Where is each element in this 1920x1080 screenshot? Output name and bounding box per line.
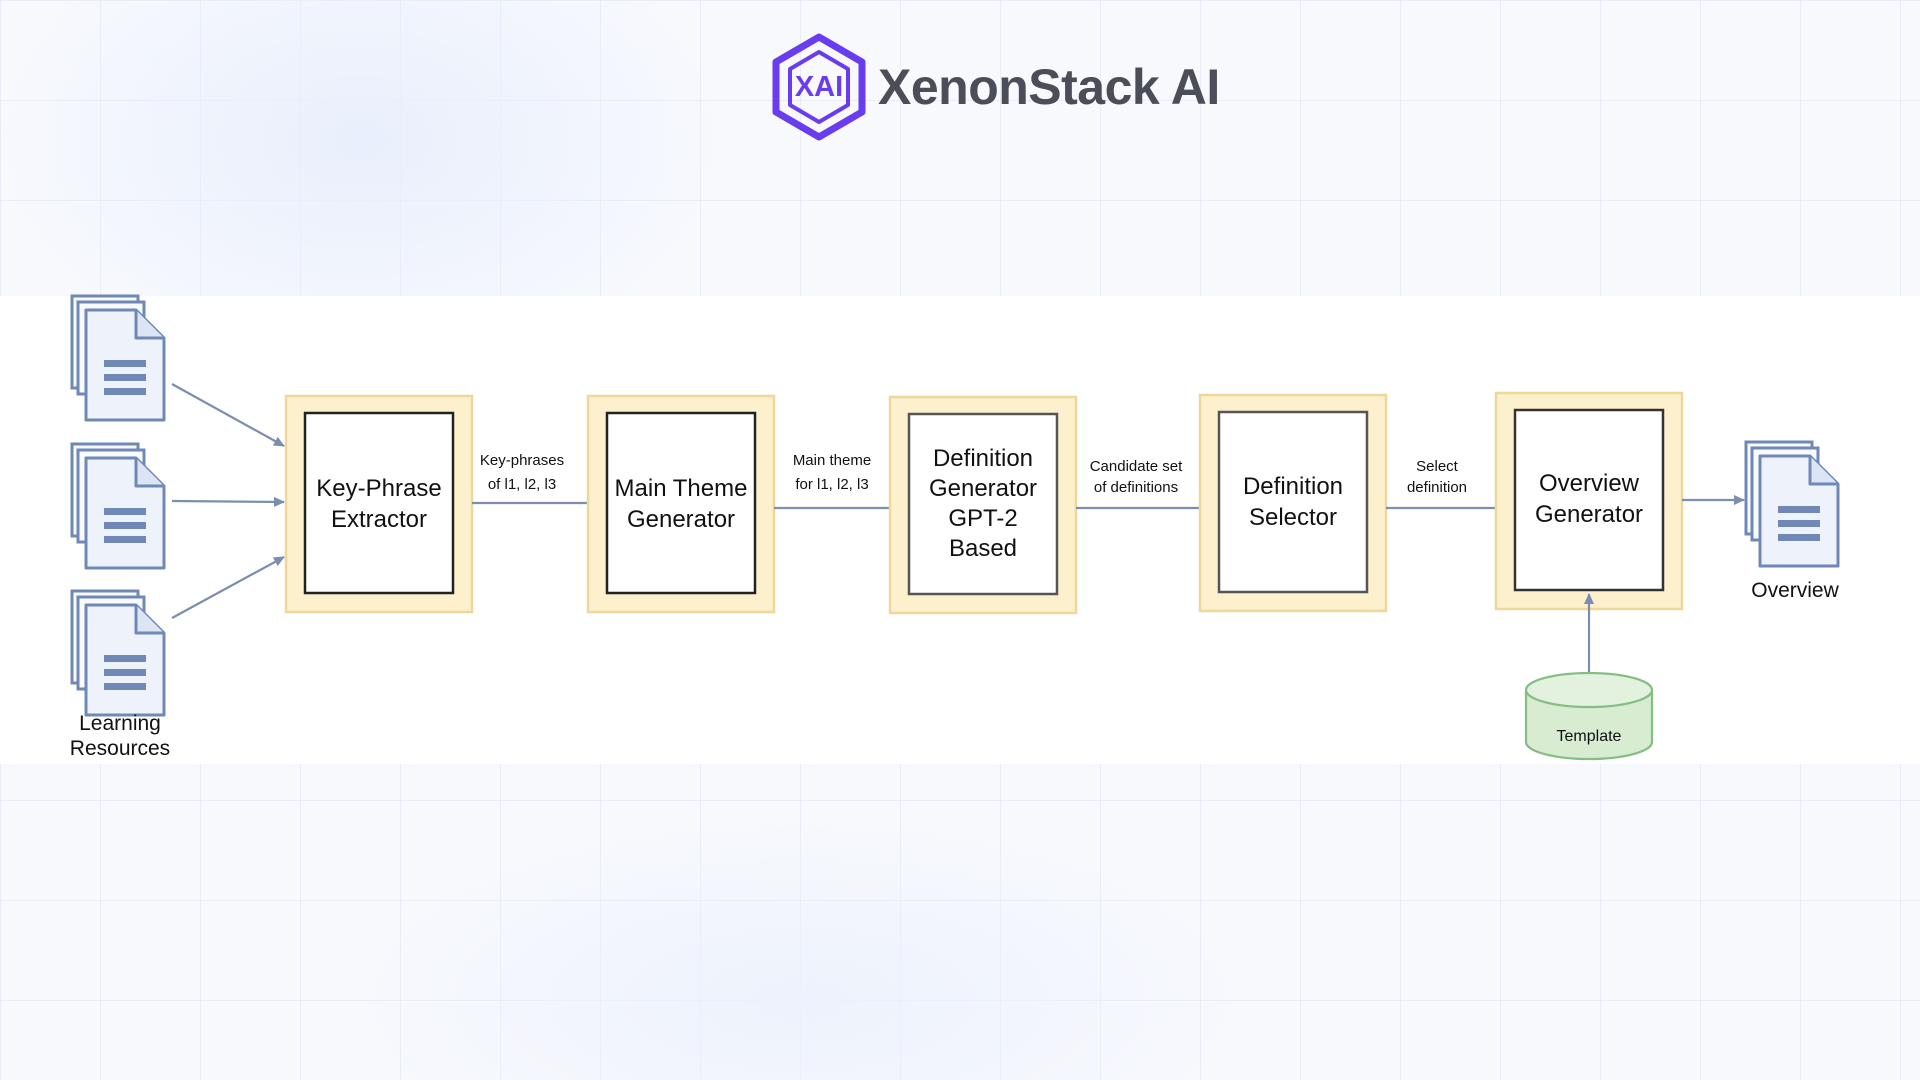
stage-label-line: Definition <box>933 445 1033 472</box>
stage-label-line: Main Theme <box>615 475 748 502</box>
edge-label-main-theme-1: Main theme <box>793 452 871 469</box>
input-document-2-icon <box>70 442 166 570</box>
stage-label-line: GPT-2 <box>948 505 1017 532</box>
stage-key-phrase-extractor: Key-Phrase Extractor <box>284 394 474 614</box>
output-document-icon <box>1744 440 1840 568</box>
xenonstack-logo-icon: XAI <box>772 33 866 141</box>
output-label: Overview <box>1751 579 1839 602</box>
arrow-doc1-to-extractor <box>171 383 285 447</box>
stage-label-line: Definition <box>1243 473 1343 500</box>
input-document-1-icon <box>70 294 166 422</box>
inputs-label-line-1: Learning <box>79 712 161 735</box>
stage-label-line: Overview <box>1539 470 1640 497</box>
edge-label-candidate-set-2: of definitions <box>1094 479 1178 496</box>
arrow-doc3-to-extractor <box>171 556 285 619</box>
stage-definition-selector: Definition Selector <box>1198 393 1388 613</box>
stage-label-line: Based <box>949 535 1017 562</box>
inputs-label-line-2: Resources <box>70 737 170 760</box>
template-label: Template <box>1557 728 1622 745</box>
stage-label-line: Generator <box>1535 501 1643 528</box>
stage-overview-generator: Overview Generator <box>1494 391 1684 611</box>
edge-label-select-definition-2: definition <box>1407 479 1467 496</box>
brand-name: XenonStack AI <box>878 59 1220 115</box>
stage-label-line: Generator <box>929 475 1037 502</box>
stage-label-line: Extractor <box>331 506 427 533</box>
stage-label-line: Generator <box>627 506 735 533</box>
edge-label-select-definition-1: Select <box>1416 458 1459 475</box>
input-document-3-icon <box>70 589 166 717</box>
stage-label-line: Selector <box>1249 504 1337 531</box>
stage-definition-generator: Definition Generator GPT-2 Based <box>888 395 1078 615</box>
brand: XAI XenonStack AI <box>770 32 1220 142</box>
edge-label-candidate-set-1: Candidate set <box>1090 458 1183 475</box>
logo-text: XAI <box>795 71 843 103</box>
stage-main-theme-generator: Main Theme Generator <box>586 394 776 614</box>
stage-label-line: Key-Phrase <box>316 475 441 502</box>
edge-label-key-phrases-2: of l1, l2, l3 <box>488 476 556 493</box>
arrow-doc2-to-extractor <box>171 496 285 507</box>
template-database-icon: Template <box>1524 671 1654 761</box>
edge-label-key-phrases-1: Key-phrases <box>480 452 564 469</box>
edge-label-main-theme-2: for l1, l2, l3 <box>795 476 868 493</box>
